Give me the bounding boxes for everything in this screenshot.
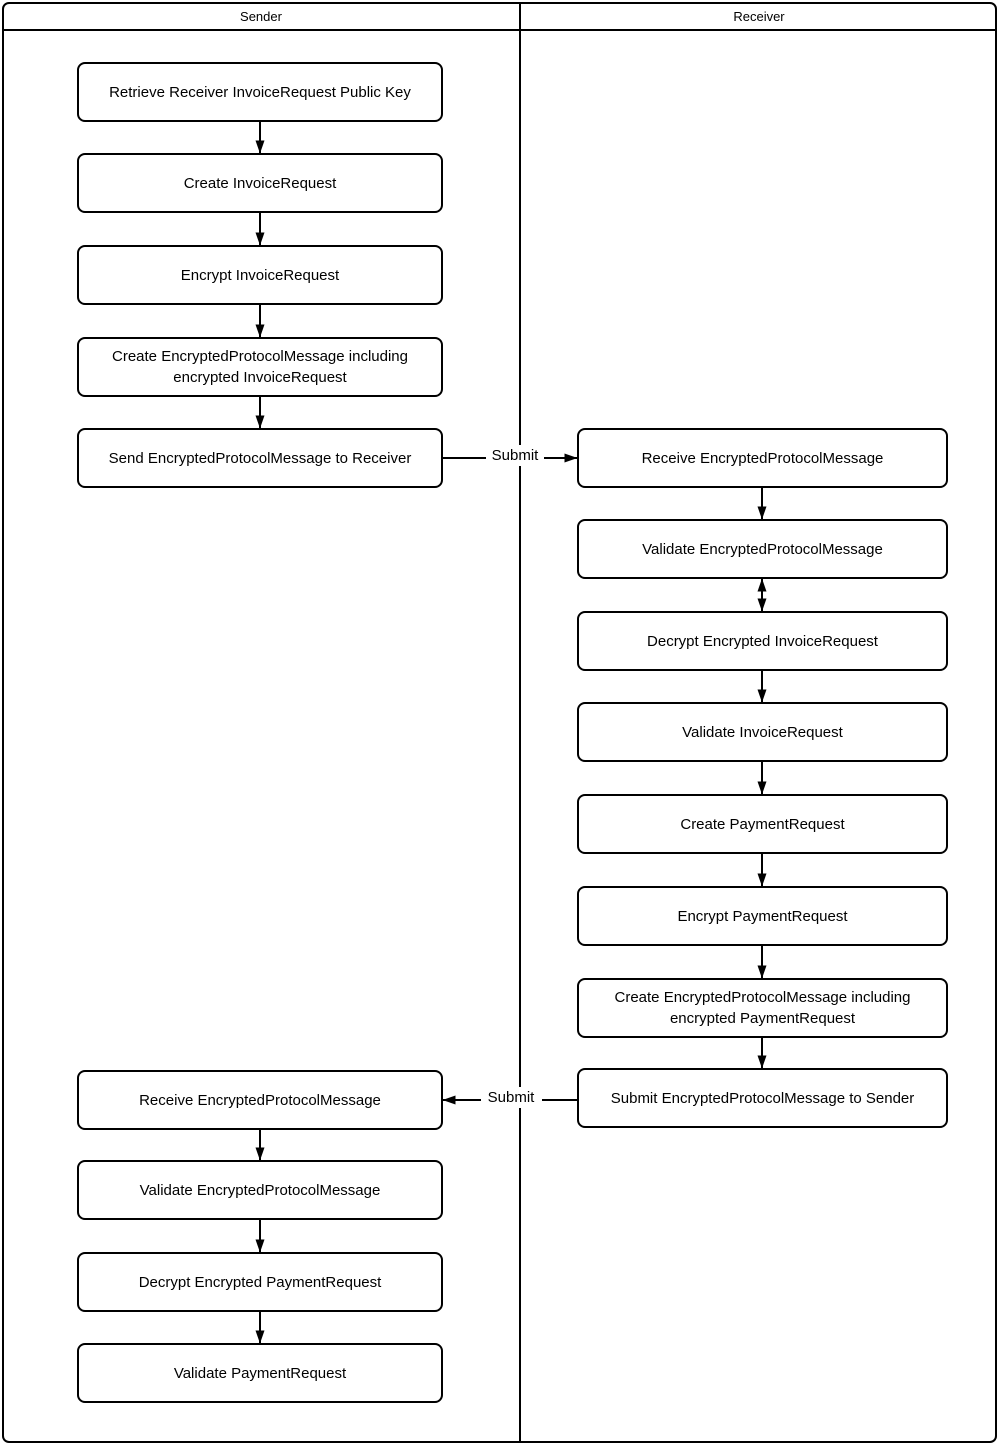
step-receiver-receive-encryptedprotocolmessage: Receive EncryptedProtocolMessage [577, 428, 948, 488]
submit-label-top: Submit [486, 445, 544, 466]
step-encrypt-invoicerequest: Encrypt InvoiceRequest [77, 245, 443, 305]
step-create-encryptedprotocolmessage-invoicerequest: Create EncryptedProtocolMessage includin… [77, 337, 443, 397]
submit-label-bottom: Submit [481, 1087, 541, 1108]
step-create-paymentrequest: Create PaymentRequest [577, 794, 948, 854]
lane-header-sender: Sender [240, 9, 282, 24]
step-validate-paymentrequest: Validate PaymentRequest [77, 1343, 443, 1403]
step-decrypt-encrypted-invoicerequest: Decrypt Encrypted InvoiceRequest [577, 611, 948, 671]
step-create-invoicerequest: Create InvoiceRequest [77, 153, 443, 213]
step-send-encryptedprotocolmessage-to-receiver: Send EncryptedProtocolMessage to Receive… [77, 428, 443, 488]
lane-header-receiver: Receiver [733, 9, 785, 24]
step-validate-invoicerequest: Validate InvoiceRequest [577, 702, 948, 762]
step-submit-encryptedprotocolmessage-to-sender: Submit EncryptedProtocolMessage to Sende… [577, 1068, 948, 1128]
step-receiver-validate-encryptedprotocolmessage: Validate EncryptedProtocolMessage [577, 519, 948, 579]
lane-divider [519, 2, 521, 1443]
step-create-encryptedprotocolmessage-paymentrequest: Create EncryptedProtocolMessage includin… [577, 978, 948, 1038]
step-decrypt-encrypted-paymentrequest: Decrypt Encrypted PaymentRequest [77, 1252, 443, 1312]
step-retrieve-receiver-public-key: Retrieve Receiver InvoiceRequest Public … [77, 62, 443, 122]
step-sender-validate-encryptedprotocolmessage: Validate EncryptedProtocolMessage [77, 1160, 443, 1220]
step-sender-receive-encryptedprotocolmessage: Receive EncryptedProtocolMessage [77, 1070, 443, 1130]
step-encrypt-paymentrequest: Encrypt PaymentRequest [577, 886, 948, 946]
lane-header-separator [2, 29, 997, 31]
